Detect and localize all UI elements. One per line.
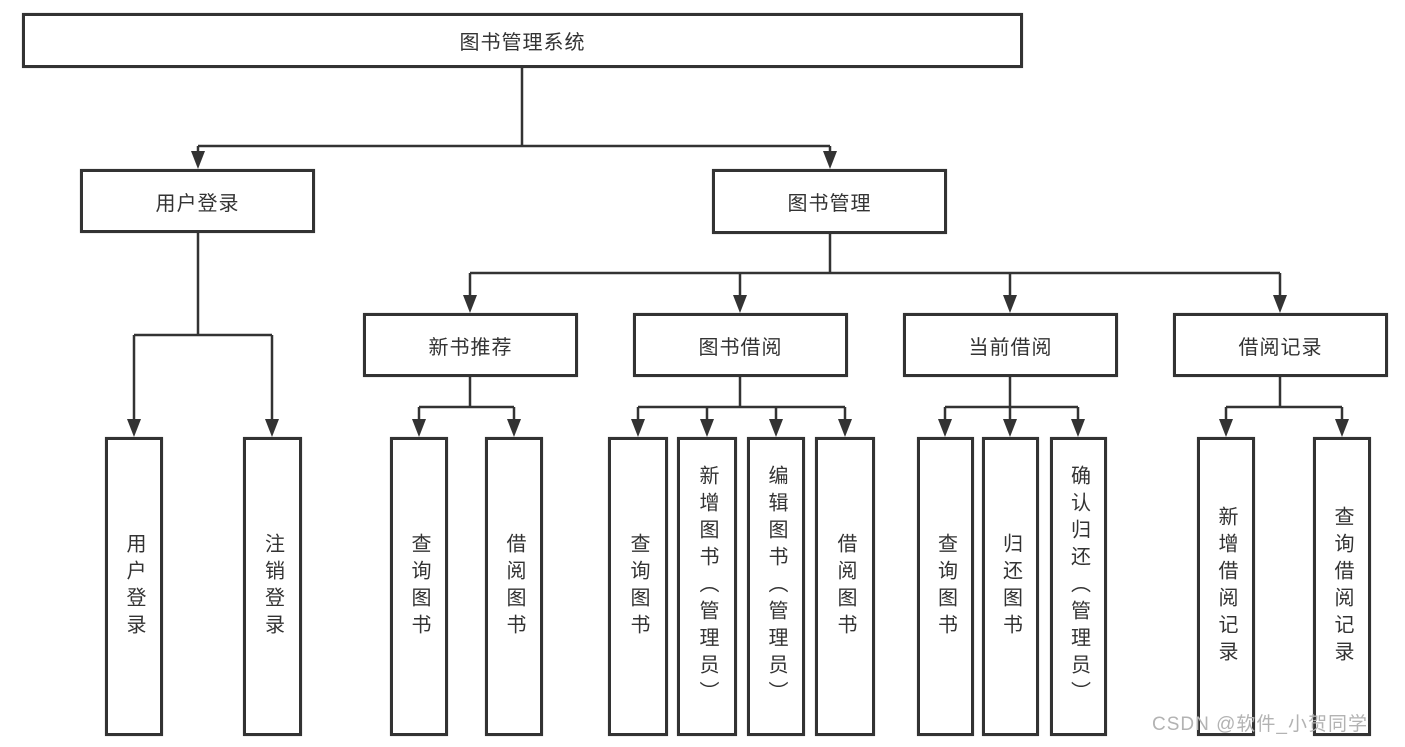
leaf-add-borrow-record-label: 新增借阅记录: [1215, 505, 1237, 668]
arrow-down-icon: [938, 419, 952, 437]
arrow-down-icon: [507, 419, 521, 437]
leaf-return-books-label: 归还图书: [999, 532, 1022, 641]
leaf-confirm-return-admin-label: 确认归还（管理员）: [1067, 465, 1090, 708]
node-user-login-label: 用户登录: [155, 192, 240, 215]
arrow-down-icon: [631, 419, 645, 437]
leaf-query-books-recommend: 查询图书: [390, 437, 448, 736]
leaf-query-books-current-label: 查询图书: [934, 532, 957, 641]
arrow-down-icon: [1003, 419, 1017, 437]
connector-bookborrow-to-leaves: [636, 377, 847, 432]
connector-bookmgmt-to-level3: [468, 234, 1282, 308]
leaf-borrow-books-recommend: 借阅图书: [485, 437, 543, 736]
node-book-borrowing: 图书借阅: [633, 313, 848, 377]
arrow-down-icon: [265, 419, 279, 437]
arrow-down-icon: [412, 419, 426, 437]
node-borrowing-records-label: 借阅记录: [1238, 336, 1323, 359]
leaf-query-books-borrowing-label: 查询图书: [627, 532, 649, 641]
leaf-logout-label: 注销登录: [261, 532, 284, 641]
arrow-down-icon: [1071, 419, 1085, 437]
arrowheads-group: [127, 151, 1349, 437]
arrow-down-icon: [1003, 295, 1017, 313]
leaf-user-login: 用户登录: [105, 437, 163, 736]
node-current-borrowing: 当前借阅: [903, 313, 1118, 377]
node-book-management: 图书管理: [712, 169, 947, 234]
leaf-return-books: 归还图书: [982, 437, 1039, 736]
arrow-down-icon: [191, 151, 205, 169]
leaf-query-books-current: 查询图书: [917, 437, 974, 736]
arrow-down-icon: [733, 295, 747, 313]
leaf-query-books-recommend-label: 查询图书: [408, 532, 430, 641]
connector-root-to-level2: [196, 68, 832, 164]
connector-userlogin-to-leaves: [132, 233, 274, 432]
leaf-add-book-admin-label: 新增图书（管理员）: [696, 465, 718, 708]
node-library-system: 图书管理系统: [22, 13, 1023, 68]
arrow-down-icon: [1273, 295, 1287, 313]
arrow-down-icon: [1335, 419, 1349, 437]
leaf-confirm-return-admin: 确认归还（管理员）: [1050, 437, 1107, 736]
node-book-borrowing-label: 图书借阅: [698, 336, 783, 359]
leaf-borrow-books-borrowing-label: 借阅图书: [834, 532, 856, 641]
node-current-borrowing-label: 当前借阅: [968, 336, 1053, 359]
leaf-add-book-admin: 新增图书（管理员）: [677, 437, 737, 736]
connector-newbook-to-leaves: [417, 377, 516, 432]
arrow-down-icon: [838, 419, 852, 437]
node-new-book-recommend-label: 新书推荐: [428, 336, 513, 359]
leaf-borrow-books-recommend-label: 借阅图书: [503, 532, 525, 641]
node-new-book-recommend: 新书推荐: [363, 313, 578, 377]
leaf-query-borrow-record-label: 查询借阅记录: [1331, 505, 1353, 668]
node-book-management-label: 图书管理: [787, 193, 872, 215]
node-library-system-label: 图书管理系统: [459, 32, 586, 54]
arrow-down-icon: [463, 295, 477, 313]
csdn-watermark: CSDN @软件_小贺同学: [1152, 714, 1368, 735]
leaf-add-borrow-record: 新增借阅记录: [1197, 437, 1255, 736]
leaf-query-borrow-record: 查询借阅记录: [1313, 437, 1371, 736]
leaf-edit-book-admin-label: 编辑图书（管理员）: [765, 465, 787, 708]
leaf-edit-book-admin: 编辑图书（管理员）: [747, 437, 805, 736]
connector-records-to-leaves: [1224, 377, 1344, 432]
leaf-query-books-borrowing: 查询图书: [608, 437, 668, 736]
leaf-user-login-label: 用户登录: [123, 532, 145, 641]
arrow-down-icon: [769, 419, 783, 437]
node-borrowing-records: 借阅记录: [1173, 313, 1388, 377]
arrow-down-icon: [823, 151, 837, 169]
arrow-down-icon: [127, 419, 141, 437]
node-user-login: 用户登录: [80, 169, 315, 233]
leaf-logout: 注销登录: [243, 437, 302, 736]
arrow-down-icon: [700, 419, 714, 437]
arrow-down-icon: [1219, 419, 1233, 437]
leaf-borrow-books-borrowing: 借阅图书: [815, 437, 875, 736]
